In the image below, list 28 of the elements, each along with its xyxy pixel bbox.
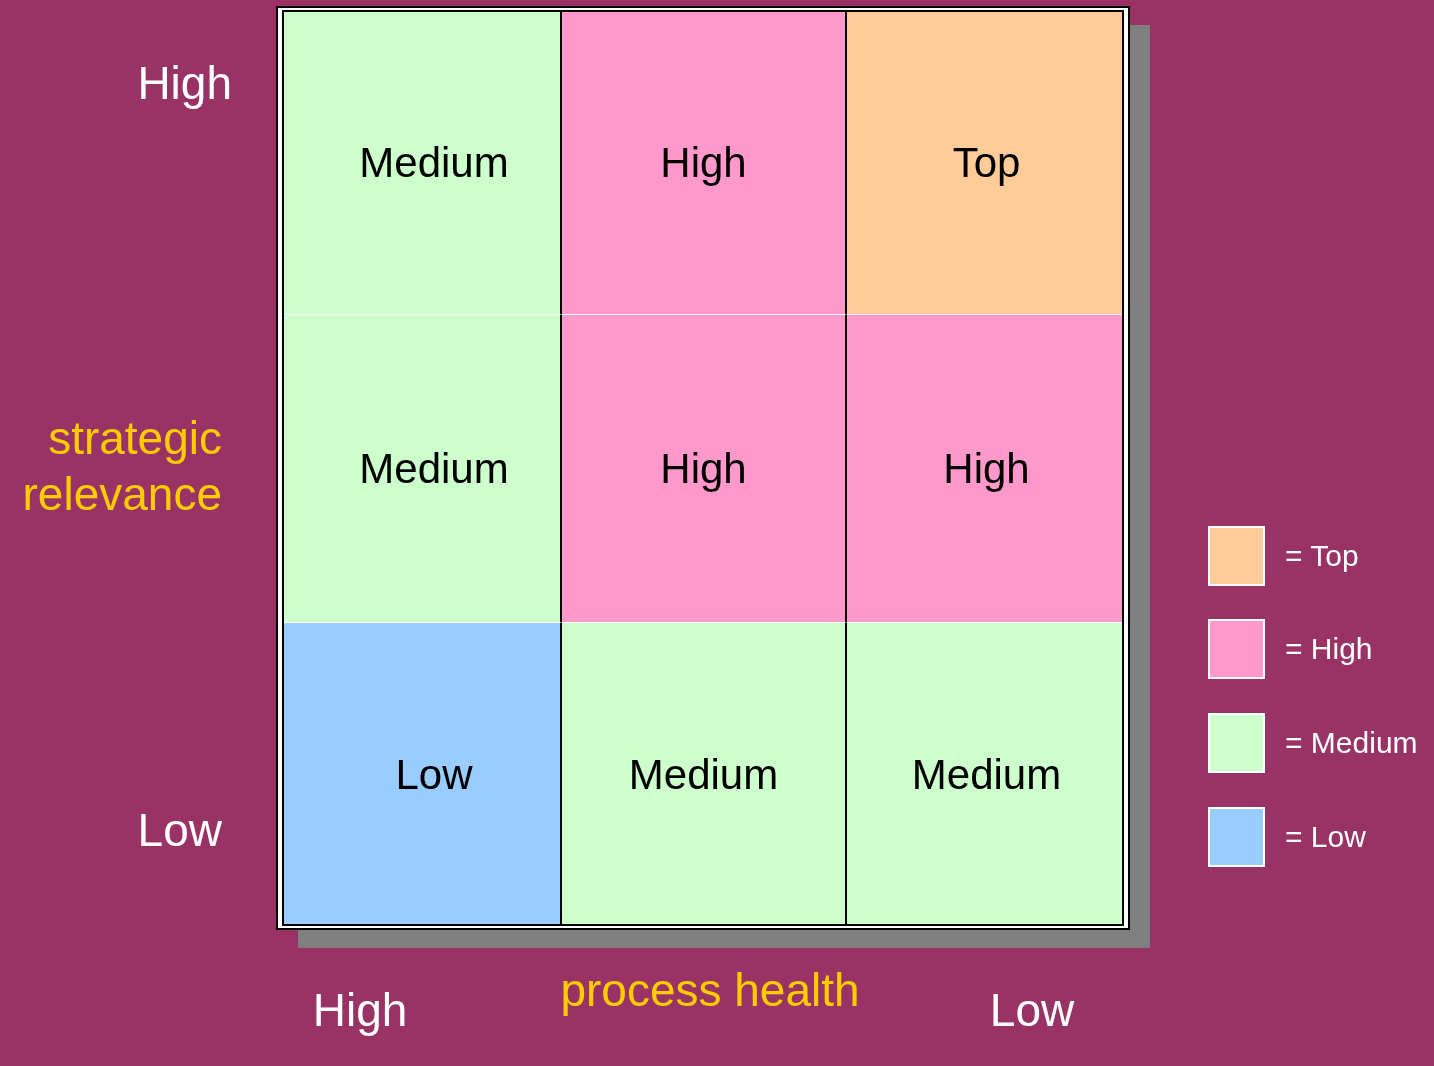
- axis-title: process health: [560, 963, 860, 1018]
- cell-rating: High: [660, 444, 747, 493]
- legend-label: = Top: [1285, 539, 1359, 573]
- axis-title: strategic relevance: [21, 411, 222, 522]
- cell-rating: Medium: [628, 751, 779, 799]
- axis-level-label: Low: [988, 983, 1076, 1038]
- axis-level-label: High: [136, 56, 232, 111]
- cell-rating: Medium: [359, 444, 509, 493]
- axis-level-label: Low: [136, 803, 222, 858]
- matrix-cell: [562, 12, 847, 315]
- legend-label: = Low: [1285, 820, 1366, 854]
- matrix-cell: [284, 623, 562, 924]
- cell-rating: Low: [395, 751, 473, 799]
- cell-rating: Medium: [359, 139, 509, 187]
- legend-label: = Medium: [1285, 726, 1418, 760]
- matrix-cell: [847, 623, 1122, 924]
- cell-rating: High: [943, 444, 1030, 493]
- matrix-cell: [562, 623, 847, 924]
- matrix-cell: [847, 12, 1122, 315]
- matrix-cell: [562, 315, 847, 623]
- legend-label: = High: [1285, 632, 1373, 666]
- cell-rating: High: [660, 139, 747, 187]
- cell-rating: Medium: [911, 751, 1062, 799]
- matrix-cell: [847, 315, 1122, 623]
- axis-level-label: High: [311, 983, 409, 1038]
- cell-rating: Top: [952, 139, 1021, 187]
- matrix-cell: [284, 12, 562, 315]
- matrix-cell: [284, 315, 562, 623]
